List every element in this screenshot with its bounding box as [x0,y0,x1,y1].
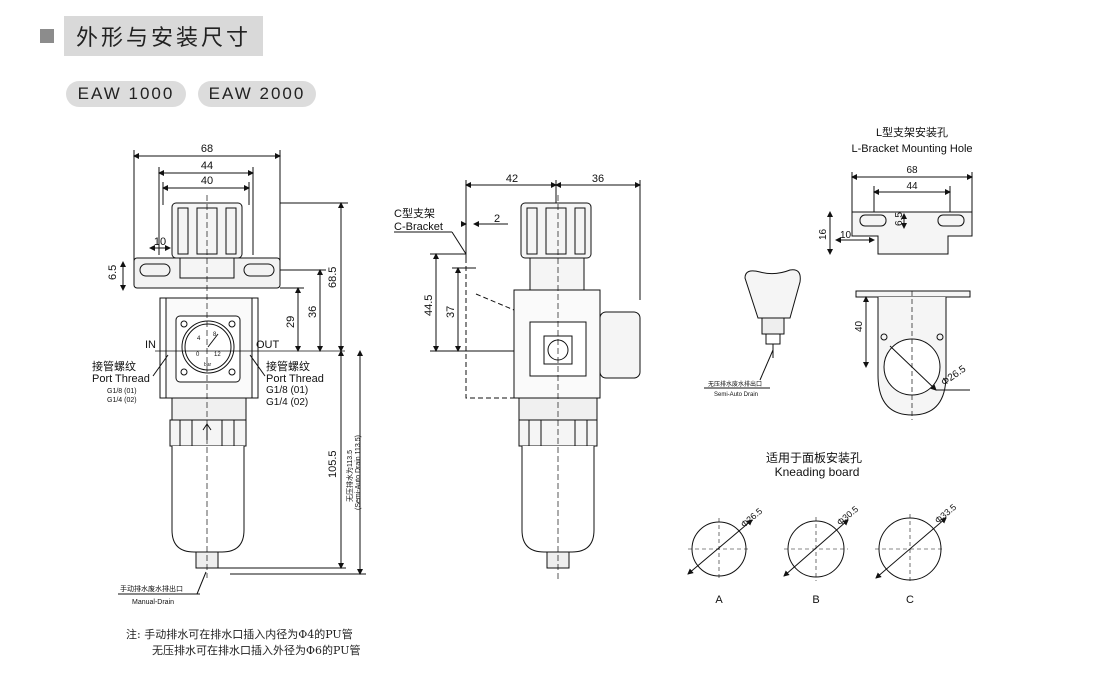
dim-2: 2 [494,213,500,225]
gauge-mark-12: 12 [214,352,221,358]
side-view [394,180,641,580]
note-line-2: 无压排水可在排水口插入外径为Φ6的PU管 [152,644,361,657]
in-label: IN [145,339,156,351]
hole-b-dia: Φ30.5 [835,504,860,528]
right-thread-2: G1/4 (02) [266,397,308,408]
port-thread-cn-right: 接管螺纹 [266,359,310,373]
l-bracket-title-cn: L型支架安装孔 [876,125,948,139]
side-view-labels: 42 36 2 44.5 37 C型支架 C-Bracket [394,173,604,318]
semi-auto-drain-en: (Semi-Auto Drain 113.5) [355,435,362,510]
port-thread-en-left: Port Thread [92,373,150,385]
l-dim-44: 44 [906,181,918,192]
l-dim-10: 10 [840,230,852,241]
semi-auto-drain-cn: 无压排水为113.5 [345,450,354,502]
gauge-mark-0: 0 [196,352,200,358]
page-title: 外形与安装尺寸 [64,16,264,56]
l-bracket-title-en: L-Bracket Mounting Hole [851,143,972,155]
semi-auto-drain-detail [704,269,801,389]
l-dim-16: 16 [818,228,829,240]
semi-auto-cn-label: 无压排水废水排出口 [708,380,762,388]
gauge-unit: bar [204,362,212,368]
dim-105-5: 105.5 [327,450,339,478]
dim-40: 40 [201,175,213,187]
hole-a-label: A [715,594,723,606]
port-thread-cn-left: 接管螺纹 [92,359,136,373]
section-title: 外形与安装尺寸 [40,16,264,56]
front-view-labels: 68 44 40 10 6.5 68.5 29 36 105.5 无压排水为11… [92,143,362,606]
dim-36: 36 [307,306,319,318]
panel-labels: 适用于面板安装孔 Kneading board Φ26.5 Φ30.5 Φ33.… [715,450,958,606]
panel-title-en: Kneading board [775,465,860,479]
out-label: OUT [256,339,280,351]
dim-44-5: 44.5 [423,295,435,316]
installation-note: 注: 手动排水可在排水口插入内径为Φ4的PU管 无压排水可在排水口插入外径为Φ6… [126,627,361,659]
right-thread-1: G1/8 (01) [266,385,308,396]
model-pill-2: EAW 2000 [198,81,316,107]
dim-68-5: 68.5 [327,267,339,288]
front-view [118,150,366,595]
l-dim-6-5: 6.5 [894,212,905,226]
hole-c-dia: Φ33.5 [933,502,958,526]
gauge-mark-8: 8 [213,332,217,338]
dim-68: 68 [201,143,213,155]
l-dim-40: 40 [854,320,865,332]
dim-10: 10 [154,236,166,248]
dim-29: 29 [285,316,297,328]
left-thread-1: G1/8 (01) [107,388,137,395]
model-pill-1: EAW 1000 [66,81,186,107]
dim-36-side: 36 [592,173,604,185]
manual-drain-en: Manual-Drain [132,599,174,606]
dim-42: 42 [506,173,518,185]
c-bracket-en: C-Bracket [394,221,443,233]
hole-c-label: C [906,594,914,606]
panel-title-cn: 适用于面板安装孔 [766,450,862,465]
semi-auto-en-label: Semi-Auto Drain [714,392,758,398]
c-bracket-cn: C型支架 [394,206,435,220]
dim-37: 37 [445,306,457,318]
dim-44: 44 [201,160,213,172]
l-dim-68: 68 [906,165,918,176]
gauge-mark-4: 4 [197,336,201,342]
panel-holes [687,514,947,584]
note-line-1: 注: 手动排水可在排水口插入内径为Φ4的PU管 [126,628,353,641]
port-thread-en-right: Port Thread [266,373,324,385]
l-bracket-view [827,172,973,420]
manual-drain-cn: 手动排水废水排出口 [120,584,183,593]
hole-b-label: B [812,594,819,606]
hole-a-dia: Φ26.5 [739,506,764,530]
dim-6-5: 6.5 [107,265,119,280]
title-square-icon [40,29,54,43]
left-thread-2: G1/4 (02) [107,397,137,404]
semi-auto-drain-labels: 无压排水废水排出口 Semi-Auto Drain [708,380,762,398]
